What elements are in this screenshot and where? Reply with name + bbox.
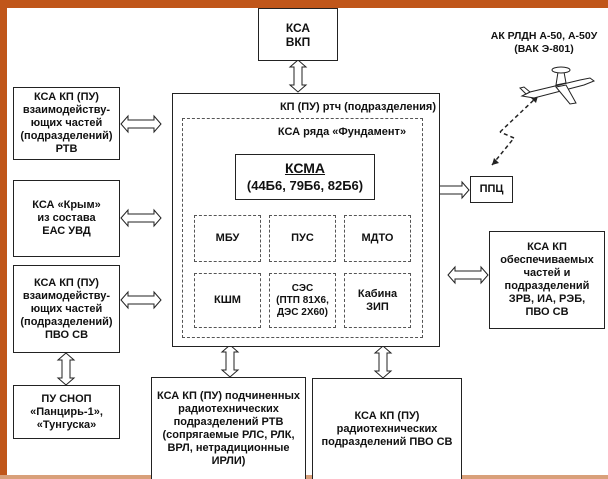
ksma-models: (44Б6, 79Б6, 82Б6) (247, 177, 363, 194)
ksma-box: КСМА (44Б6, 79Б6, 82Б6) (235, 154, 375, 200)
aircraft-label: АК РЛДН А-50, А-50У (ВАК Э-801) (480, 30, 608, 56)
arrow-left-krym (121, 210, 161, 226)
pus-label: ПУС (291, 232, 314, 245)
ses-box: СЭС (ПТП 81Х6, ДЭС 2Х60) (269, 273, 336, 328)
left-pvo-box: КСА КП (ПУ) взаимодейству- ющих частей (… (13, 265, 120, 353)
ksa-vkp-label: КСА ВКП (286, 21, 311, 49)
snop-label: ПУ СНОП «Панцирь-1», «Тунгуска» (30, 393, 103, 432)
right-ksa-label: КСА КП обеспечиваемых частей и подраздел… (500, 241, 594, 319)
ppc-box: ППЦ (470, 176, 513, 203)
left-rtv-box: КСА КП (ПУ) взаимодейству- ющих частей (… (13, 87, 120, 160)
aircraft-icon (520, 67, 594, 104)
pus-box: ПУС (269, 215, 336, 262)
arrow-vkp-main (290, 60, 306, 92)
ksma-title: КСМА (285, 160, 325, 177)
bottom-rtv-box: КСА КП (ПУ) подчиненных радиотехнических… (151, 377, 306, 479)
mbu-label: МБУ (216, 232, 240, 245)
arrow-pvo-snop (58, 353, 74, 385)
left-krym-box: КСА «Крым» из состава ЕАС УВД (13, 180, 120, 257)
bottom-pvo-label: КСА КП (ПУ) радиотехнических подразделен… (321, 410, 452, 449)
kabina-zip-box: Кабина ЗИП (344, 273, 411, 328)
kabina-zip-label: Кабина ЗИП (358, 288, 397, 314)
snop-box: ПУ СНОП «Панцирь-1», «Тунгуска» (13, 385, 120, 439)
left-pvo-label: КСА КП (ПУ) взаимодейству- ющих частей (… (20, 277, 112, 342)
right-ksa-box: КСА КП обеспечиваемых частей и подраздел… (489, 231, 605, 329)
arrow-main-right (448, 267, 488, 283)
bottom-pvo-box: КСА КП (ПУ) радиотехнических подразделен… (312, 378, 462, 479)
left-rtv-label: КСА КП (ПУ) взаимодейству- ющих частей (… (20, 91, 112, 156)
ppc-label: ППЦ (480, 183, 504, 196)
fundament-title: КСА ряда «Фундамент» (262, 126, 422, 139)
arrow-main-bottom-rtv (222, 345, 238, 377)
kshm-label: КШМ (214, 294, 241, 307)
arrow-main-bottom-pvo (375, 346, 391, 378)
arrow-left-rtv (121, 116, 161, 132)
mdto-box: МДТО (344, 215, 411, 262)
kshm-box: КШМ (194, 273, 261, 328)
mbu-box: МБУ (194, 215, 261, 262)
kp-main-title: КП (ПУ) ртч (подразделения) (250, 101, 436, 114)
bottom-rtv-label: КСА КП (ПУ) подчиненных радиотехнических… (157, 390, 300, 468)
ses-label: СЭС (ПТП 81Х6, ДЭС 2Х60) (276, 283, 329, 319)
left-krym-label: КСА «Крым» из состава ЕАС УВД (32, 199, 100, 238)
mdto-label: МДТО (361, 232, 393, 245)
arrow-left-pvo (121, 292, 161, 308)
ksa-vkp-box: КСА ВКП (258, 8, 338, 61)
